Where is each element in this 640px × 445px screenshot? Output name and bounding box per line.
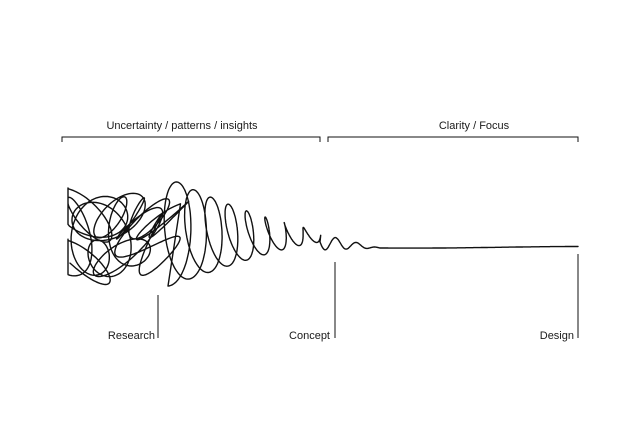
- design-squiggle-line: [67, 181, 579, 287]
- stage-label-concept: Concept: [289, 330, 330, 342]
- stage-label-design: Design: [539, 330, 574, 342]
- phase-label-uncertainty: Uncertainty / patterns / insights: [106, 120, 258, 132]
- phase-label-clarity: Clarity / Focus: [438, 120, 510, 132]
- phase-bracket-clarity: [327, 136, 579, 142]
- stage-label-research: Research: [107, 330, 155, 342]
- phase-bracket-uncertainty: [61, 136, 321, 142]
